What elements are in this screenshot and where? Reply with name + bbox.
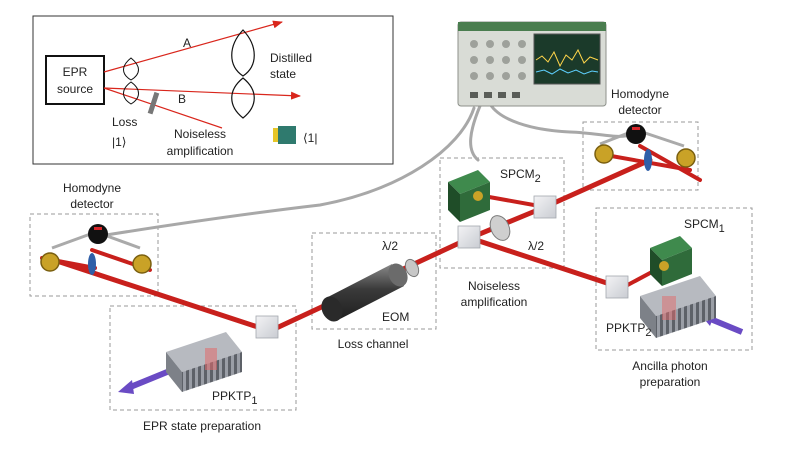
spcm2-detector <box>448 170 490 222</box>
scope-screen <box>533 33 601 85</box>
label-noiseless-1: Noiseless <box>468 279 520 293</box>
pump-ancilla <box>706 315 744 335</box>
label-eom: EOM <box>382 310 409 324</box>
label-homodyne-left-2: detector <box>70 197 113 211</box>
beam-epr-left <box>57 259 273 334</box>
box-homodyne-right <box>582 121 699 191</box>
beam-to-ancilla <box>467 235 625 291</box>
inset-wavepacket-upper <box>123 57 139 81</box>
scope-inputs <box>470 92 520 98</box>
label-noiseless-2: amplification <box>461 295 528 309</box>
laser-beams <box>40 144 702 334</box>
spcm1-detector <box>650 236 692 286</box>
cube-noiseless-2 <box>533 195 557 219</box>
cube-noiseless-1 <box>457 225 481 249</box>
homodyne-detector-right <box>594 124 696 171</box>
homodyne-detector-left <box>40 224 152 275</box>
cube-ancilla <box>605 275 629 299</box>
label-homodyne-right-2: detector <box>618 103 661 117</box>
label-homodyne-right-1: Homodyne <box>611 87 669 101</box>
epr-source-label-2: source <box>57 82 93 96</box>
label-loss-channel: Loss channel <box>338 337 409 351</box>
inset-distilled-label-2: state <box>270 67 296 81</box>
inset-noiseless-label-1: Noiseless <box>174 127 226 141</box>
inset-detector-window <box>273 128 278 142</box>
cube-epr <box>255 315 279 339</box>
inset-path-b-label: B <box>178 92 186 106</box>
setup-labels: Homodyne detector Homodyne detector SPCM… <box>63 87 725 433</box>
inset-beam-a <box>103 20 283 73</box>
inset-distilled-label-1: Distilled <box>270 51 312 65</box>
half-wave-plate-2 <box>489 215 511 241</box>
inset-wavepacket-lower <box>123 81 139 105</box>
label-epr-prep: EPR state preparation <box>143 419 261 433</box>
hd-left-photodiode-2 <box>132 254 152 274</box>
scope-knobs <box>470 40 526 80</box>
half-wave-plate-1 <box>404 258 420 278</box>
hd-right-photodiode-1 <box>594 144 614 164</box>
inset-distilled-lower <box>231 77 255 119</box>
scope-trace-2 <box>535 68 599 75</box>
cable-left-detector <box>98 106 476 238</box>
label-spcm1: SPCM1 <box>684 217 725 235</box>
ppktp2-crystal <box>640 276 716 338</box>
label-ancilla-2: preparation <box>640 375 701 389</box>
label-homodyne-left-1: Homodyne <box>63 181 121 195</box>
inset-ket-one: |1⟩ <box>112 135 126 149</box>
label-spcm2: SPCM2 <box>500 167 541 185</box>
beam-splitter-cubes <box>255 195 629 339</box>
box-loss-channel <box>311 232 437 330</box>
eom-cylinder <box>321 258 420 322</box>
beam-to-right-homodyne <box>542 157 653 210</box>
label-half-wave-1: λ/2 <box>382 239 398 253</box>
hd-right-beam-splitter <box>644 149 652 171</box>
inset-bra-one: ⟨1| <box>303 131 317 145</box>
box-homodyne-left <box>29 213 159 297</box>
cable-spcm2 <box>469 104 482 162</box>
scope-trace-1 <box>535 48 599 68</box>
box-epr-prep <box>109 305 297 411</box>
inset-path-a-label: A <box>183 36 191 50</box>
label-ppktp2: PPKTP2 <box>606 321 651 339</box>
label-half-wave-2: λ/2 <box>528 239 544 253</box>
epr-source-box <box>45 55 105 105</box>
hd-left-photodiode-1 <box>40 252 60 272</box>
inset-noiseless-label-2: amplification <box>167 144 234 158</box>
inset-loss-plate <box>147 91 160 115</box>
box-noiseless-amp <box>439 157 565 269</box>
hd-right-photodiode-2 <box>676 148 696 168</box>
inset-loss-label: Loss <box>112 115 137 129</box>
hd-left-beam-splitter <box>88 253 96 275</box>
label-ppktp1: PPKTP1 <box>212 389 257 407</box>
inset-detector-body <box>278 126 296 144</box>
hd-right-amplifier <box>626 124 646 144</box>
label-ancilla-1: Ancilla photon <box>632 359 707 373</box>
inset-panel: EPR source A B Distilled state Loss |1⟩ … <box>32 15 394 165</box>
epr-source-label-1: EPR <box>63 65 88 79</box>
hd-left-amplifier <box>88 224 108 244</box>
cable-right-detector <box>488 102 634 138</box>
inset-beam-b <box>103 87 301 100</box>
pump-epr-arrow <box>118 380 134 394</box>
inset-distilled-upper <box>231 29 255 77</box>
pump-epr <box>126 367 174 391</box>
ppktp1-crystal <box>166 332 242 392</box>
oscilloscope <box>457 21 607 107</box>
